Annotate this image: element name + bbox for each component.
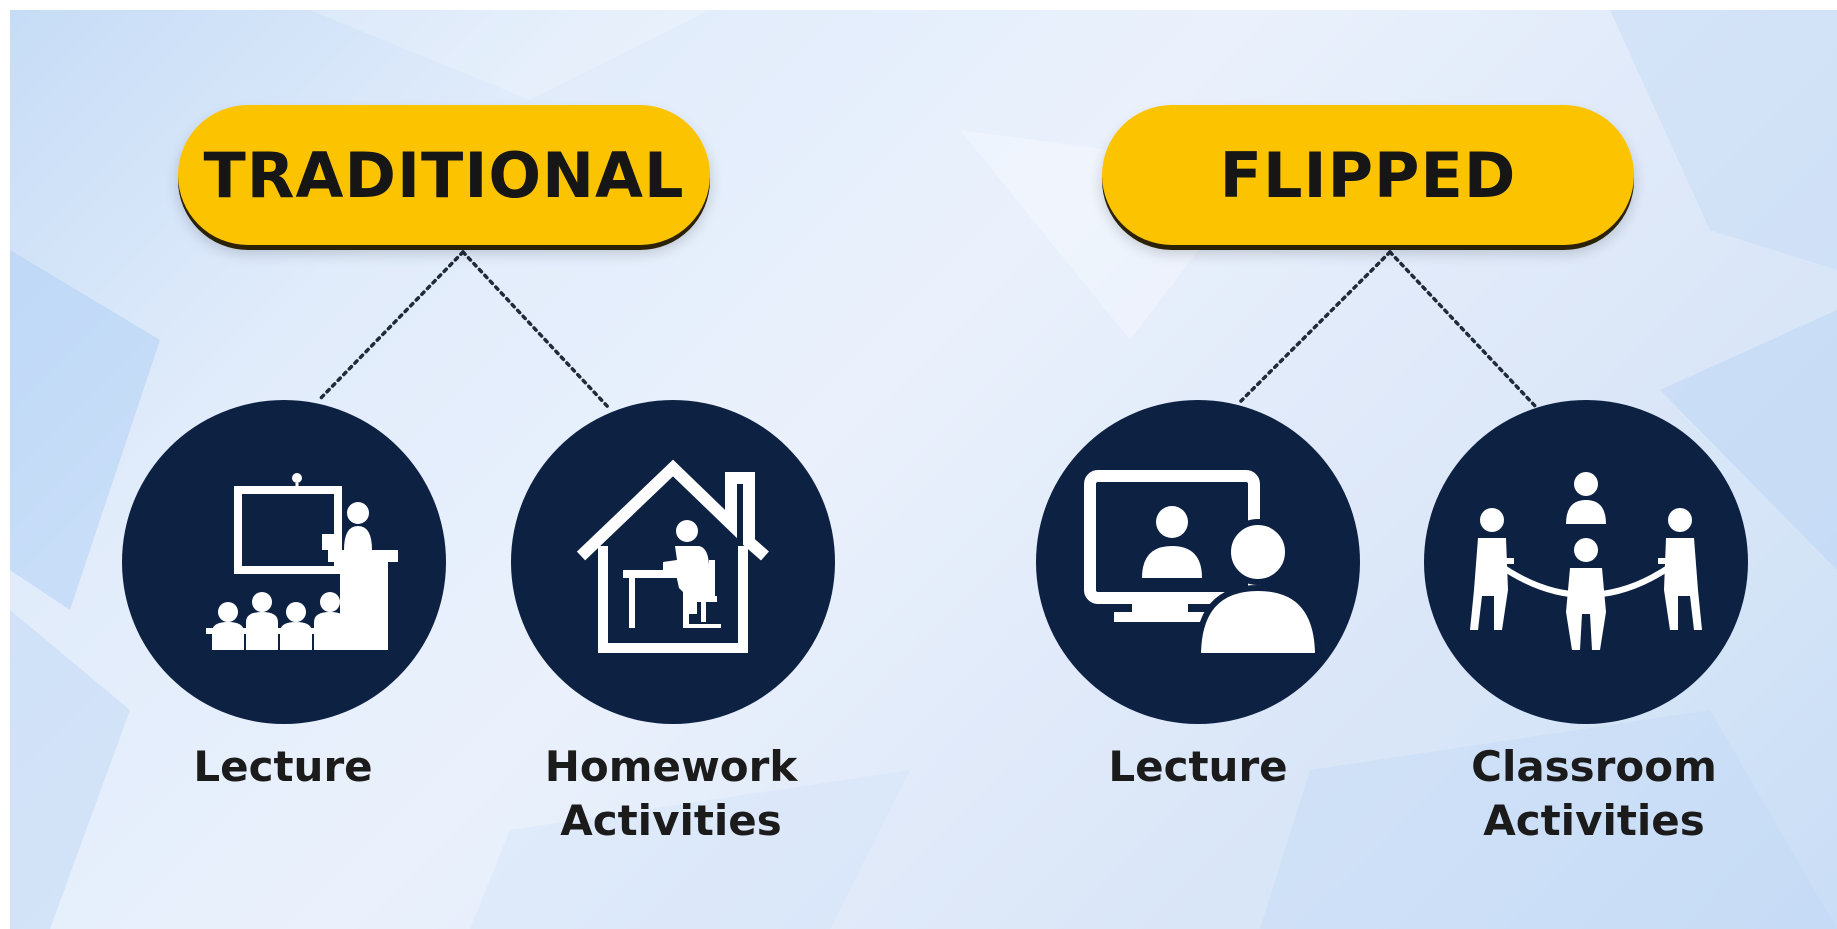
traditional-homework-circle	[511, 400, 835, 724]
traditional-pill: TRADITIONAL	[178, 105, 710, 245]
label-line: Lecture	[1108, 742, 1288, 791]
flipped-pill: FLIPPED	[1102, 105, 1634, 245]
flipped-classroom-label: Classroom Activities	[1424, 740, 1764, 848]
label-line: Homework	[544, 742, 798, 791]
traditional-title: TRADITIONAL	[203, 138, 685, 212]
label-line: Lecture	[193, 742, 373, 791]
flipped-lecture-circle	[1036, 400, 1360, 724]
connector-flipped-classroom	[1388, 250, 1538, 409]
traditional-homework-label: Homework Activities	[501, 740, 841, 848]
group-table-icon	[1470, 472, 1702, 650]
flipped-classroom-circle	[1424, 400, 1748, 724]
label-line: Activities	[1483, 796, 1705, 845]
home-study-icon	[576, 459, 769, 653]
connector-traditional-homework	[461, 250, 610, 409]
background-facets	[10, 10, 1837, 929]
label-line: Classroom	[1471, 742, 1717, 791]
traditional-lecture-circle	[122, 400, 446, 724]
label-line: Activities	[560, 796, 782, 845]
video-lecture-icon	[1084, 470, 1322, 659]
traditional-lecture-label: Lecture	[113, 740, 453, 794]
connector-traditional-lecture	[316, 250, 465, 403]
flipped-title: FLIPPED	[1219, 138, 1517, 212]
connector-flipped-lecture	[1239, 250, 1392, 403]
classroom-lecture-icon	[206, 473, 398, 650]
flipped-lecture-label: Lecture	[1028, 740, 1368, 794]
